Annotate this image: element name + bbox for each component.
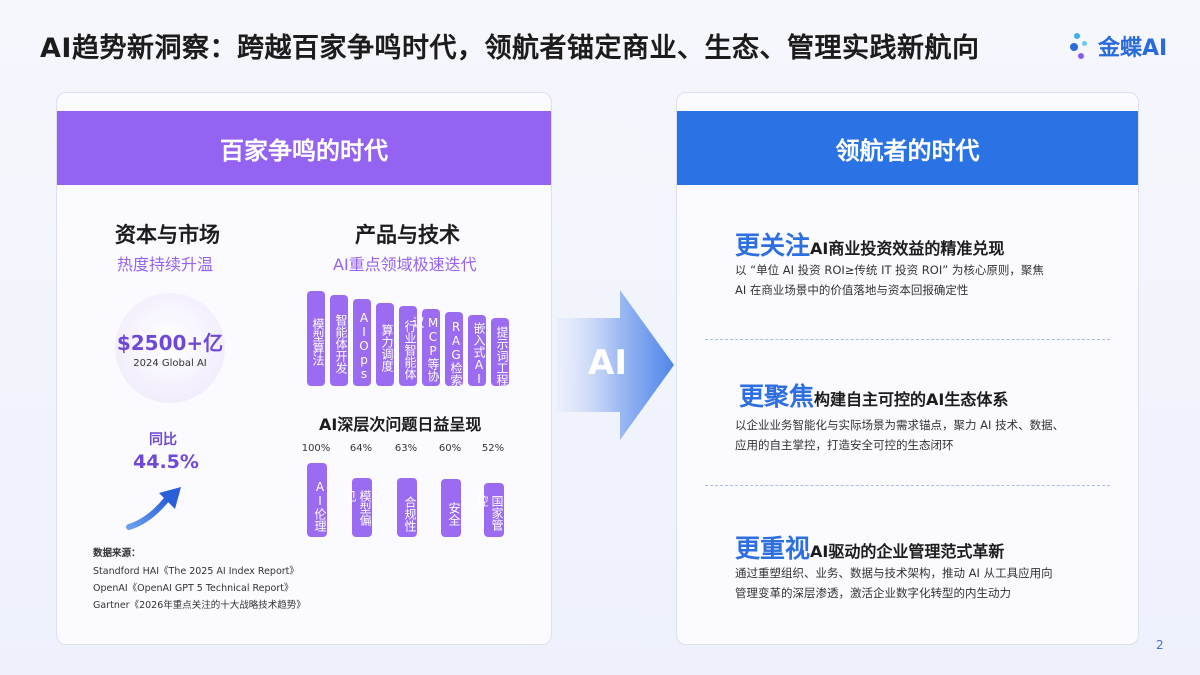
insight-desc-line: AI 在商业场景中的价值落地与资本回报确定性 [735, 283, 969, 297]
capital-subheading: 热度持续升温 [117, 255, 214, 274]
left-banner: 百家争鸣的时代 [57, 111, 551, 185]
tech-field-pillar: RAG检索 [445, 312, 463, 386]
market-caption: 2024 Global AI [133, 358, 207, 369]
brand-logo: 金蝶AI [1070, 30, 1167, 62]
insight-title: AI商业投资效益的精准兑现 [810, 239, 1005, 258]
market-value: $2500+亿 [116, 331, 224, 355]
insight-desc: 以 “单位 AI 投资 ROI≥传统 IT 投资 ROI” 为核心原则，聚焦 A… [735, 260, 1044, 300]
transition-arrow-icon [556, 290, 674, 440]
tech-heading: 产品与技术 [355, 223, 460, 247]
insight-heading: 更重视 AI驱动的企业管理范式革新 [735, 529, 1004, 565]
insight-highlight: 更聚焦 [739, 382, 815, 411]
issue-percentage: 60% [438, 443, 462, 454]
issue-percentage: 63% [394, 443, 418, 454]
insight-desc: 通过重塑组织、业务、数据与技术架构，推动 AI 从工具应用向 管理变革的深层渗透… [735, 563, 1053, 603]
insight-heading: 更关注 AI商业投资效益的精准兑现 [735, 226, 1004, 262]
source-item: OpenAI《OpenAI GPT 5 Technical Report》 [93, 583, 294, 594]
insight-highlight: 更重视 [735, 534, 811, 563]
tech-field-pillar: 模型算法 [307, 291, 325, 386]
insight-desc-line: 管理变革的深层渗透，激活企业数字化转型的内生动力 [735, 586, 1011, 600]
source-item: Gartner《2026年重点关注的十大战略技术趋势》 [93, 600, 306, 611]
issue-bar: AI伦理 [307, 463, 327, 537]
right-panel: 领航者的时代 更关注 AI商业投资效益的精准兑现 以 “单位 AI 投资 ROI… [676, 92, 1139, 645]
insight-desc-line: 通过重塑组织、业务、数据与技术架构，推动 AI 从工具应用向 [735, 566, 1053, 580]
divider [705, 339, 1110, 340]
yoy-value: 44.5% [133, 451, 199, 473]
arrow-label: AI [588, 343, 627, 383]
insight-title: AI驱动的企业管理范式革新 [810, 542, 1005, 561]
tech-field-pillar: 算力调度 [376, 303, 394, 386]
issue-bar: 国家管控 [475, 483, 504, 537]
logo-dots-icon [1070, 31, 1092, 61]
page-title: AI趋势新洞察：跨越百家争鸣时代，领航者锚定商业、生态、管理实践新航向 [40, 33, 980, 64]
insight-title: 构建自主可控的AI生态体系 [814, 390, 1009, 409]
capital-heading: 资本与市场 [115, 223, 220, 247]
tech-field-pillar: 智能体开发 [330, 295, 348, 386]
tech-subheading: AI重点领域极速迭代 [333, 255, 477, 274]
logo-text: 金蝶AI [1098, 36, 1168, 61]
insight-desc-line: 以企业业务智能化与实际场景为需求锚点，聚力 AI 技术、数据、 [735, 418, 1065, 432]
page-number: 2 [1156, 638, 1164, 652]
issue-percentage: 100% [301, 443, 331, 454]
left-panel: 百家争鸣的时代 资本与市场 热度持续升温 $2500+亿 2024 Global… [56, 92, 552, 645]
sources-label: 数据来源： [93, 548, 141, 559]
tech-field-pillar: 嵌入式AI [468, 315, 486, 386]
issue-bar: 合规性 [397, 478, 417, 537]
right-banner: 领航者的时代 [677, 111, 1138, 185]
tech-field-pillar: AIOps [353, 299, 371, 386]
market-size-circle: $2500+亿 2024 Global AI [115, 293, 225, 403]
insight-highlight: 更关注 [735, 231, 811, 260]
source-item: Standford HAI《The 2025 AI Index Report》 [93, 566, 299, 577]
yoy-label: 同比 [149, 432, 177, 448]
issue-bar: 模型偏见 [343, 478, 372, 537]
issue-percentage: 64% [349, 443, 373, 454]
issue-bar: 安全 [441, 479, 461, 537]
divider [705, 485, 1110, 486]
growth-arrow-icon [126, 487, 181, 530]
tech-field-pillar: 提示词工程 [491, 318, 509, 386]
insight-desc: 以企业业务智能化与实际场景为需求锚点，聚力 AI 技术、数据、 应用的自主掌控，… [735, 415, 1064, 455]
tech-field-pillar: 行业智能体 [399, 306, 417, 386]
insight-heading: 更聚焦 构建自主可控的AI生态体系 [739, 377, 1008, 413]
insight-desc-line: 以 “单位 AI 投资 ROI≥传统 IT 投资 ROI” 为核心原则，聚焦 [735, 263, 1044, 277]
issues-heading: AI深层次问题日益呈现 [319, 415, 482, 434]
tech-field-pillar: MCP等协议 [411, 309, 440, 386]
issue-percentage: 52% [481, 443, 505, 454]
insight-desc-line: 应用的自主掌控，打造安全可控的生态闭环 [735, 438, 954, 452]
